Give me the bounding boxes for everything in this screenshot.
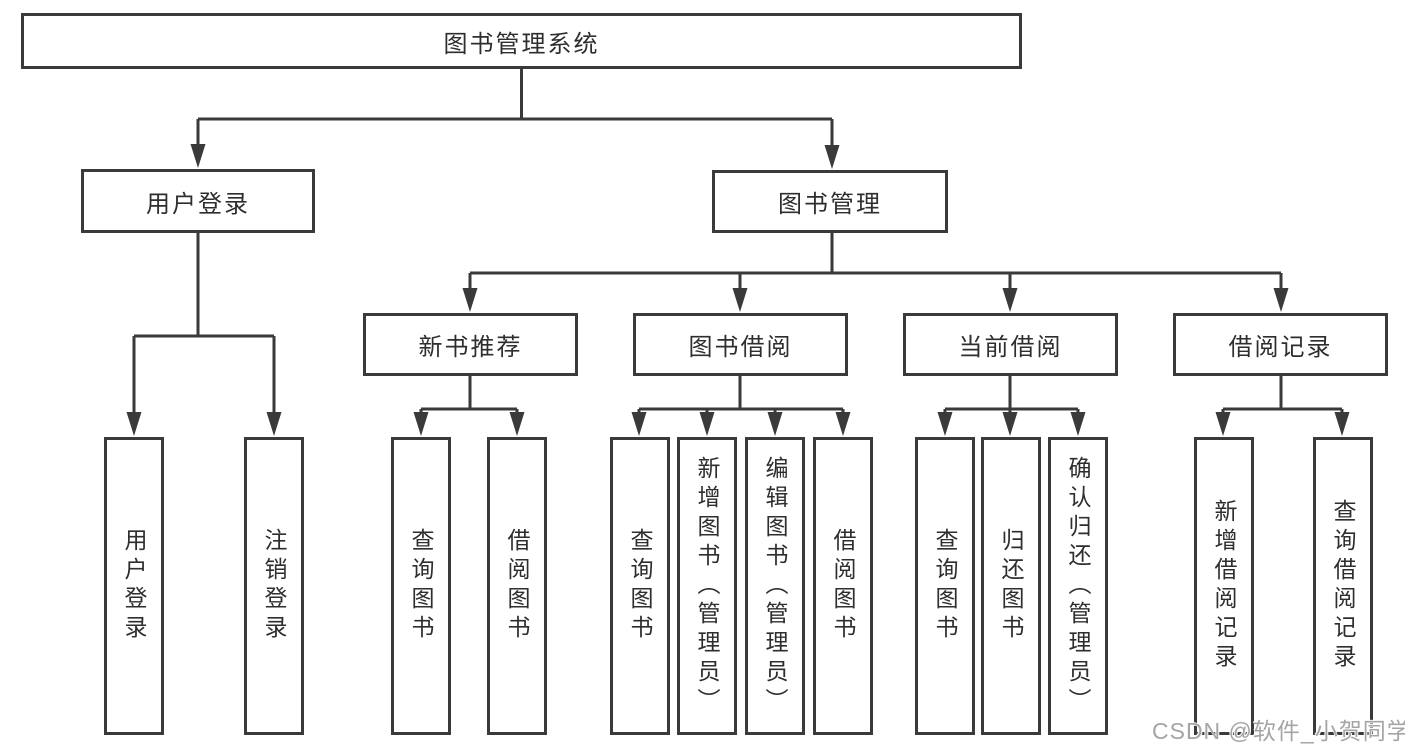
leaf-query-books-borrow: 查询图书 [610, 437, 670, 735]
node-label: 借阅记录 [1228, 334, 1333, 361]
leaf-add-borrow-record: 新增借阅记录 [1194, 437, 1254, 735]
node-label: 图书管理系统 [443, 30, 600, 58]
node-label: 新增图书（管理员） [694, 455, 720, 717]
node-label: 用户登录 [146, 190, 250, 218]
node-root-system: 图书管理系统 [21, 13, 1022, 69]
node-label: 查询图书 [408, 528, 434, 644]
leaf-borrow-books: 借阅图书 [813, 437, 873, 735]
leaf-add-book-admin: 新增图书（管理员） [677, 437, 737, 735]
node-label: 新增借阅记录 [1211, 499, 1237, 673]
node-new-book-recommend: 新书推荐 [363, 313, 578, 376]
node-label: 借阅图书 [504, 528, 530, 644]
node-user-login: 用户登录 [81, 169, 315, 233]
node-label: 新书推荐 [418, 334, 523, 361]
node-label: 归还图书 [998, 528, 1024, 644]
node-label: 查询图书 [627, 528, 653, 644]
node-label: 编辑图书（管理员） [762, 455, 788, 717]
leaf-confirm-return-admin: 确认归还（管理员） [1048, 437, 1108, 735]
node-book-management: 图书管理 [712, 170, 948, 233]
node-label: 查询图书 [932, 528, 958, 644]
leaf-query-books-recommend: 查询图书 [391, 437, 451, 735]
node-label: 借阅图书 [830, 528, 856, 644]
node-borrow-records: 借阅记录 [1173, 313, 1388, 376]
csdn-watermark: CSDN @软件_小贺同学 [1152, 718, 1405, 744]
leaf-query-books-current: 查询图书 [915, 437, 975, 735]
node-label: 图书管理 [778, 191, 882, 218]
leaf-query-borrow-record: 查询借阅记录 [1313, 437, 1373, 735]
node-book-borrow: 图书借阅 [633, 313, 848, 376]
leaf-borrow-books-recommend: 借阅图书 [487, 437, 547, 735]
leaf-edit-book-admin: 编辑图书（管理员） [745, 437, 805, 735]
node-label: 用户登录 [121, 528, 147, 644]
node-label: 查询借阅记录 [1330, 499, 1356, 673]
node-current-borrow: 当前借阅 [903, 313, 1118, 376]
node-label: 当前借阅 [958, 334, 1063, 361]
leaf-logout: 注销登录 [244, 437, 304, 735]
node-label: 注销登录 [261, 528, 287, 644]
leaf-user-login: 用户登录 [104, 437, 164, 735]
node-label: 确认归还（管理员） [1065, 455, 1091, 717]
leaf-return-book: 归还图书 [981, 437, 1041, 735]
node-label: 图书借阅 [688, 334, 793, 361]
